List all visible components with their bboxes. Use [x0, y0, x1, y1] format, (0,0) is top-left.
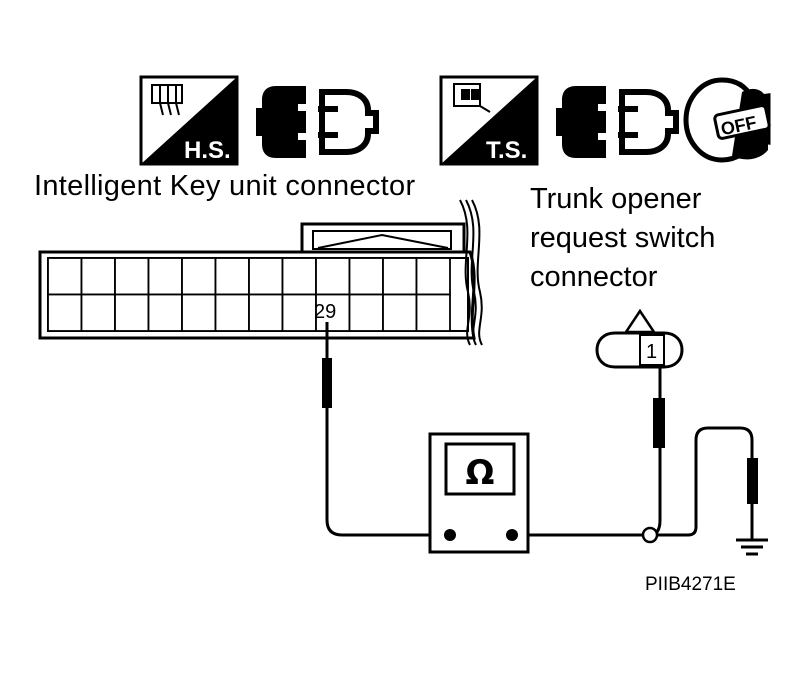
meter-terminal-positive: [506, 529, 518, 541]
pin-cavity: [214, 293, 250, 332]
pin-cavity: [415, 257, 451, 296]
pin-cavity: [348, 293, 384, 332]
ts-badge-text: T.S.: [486, 137, 527, 164]
pin-cavity: [348, 257, 384, 296]
ground-wire: [650, 426, 768, 556]
pin-cavity: [281, 293, 317, 332]
pin-cavity: [47, 293, 83, 332]
pin-cavity: [181, 293, 217, 332]
pin-cavity: [114, 293, 150, 332]
connector-pair-icon: [556, 86, 679, 158]
meter-terminal-negative: [444, 529, 456, 541]
pin-cavity: [415, 293, 451, 332]
connector-pin-grid: [47, 257, 451, 332]
pin-cavity: [80, 293, 116, 332]
intelligent-key-connector: 29: [38, 199, 483, 346]
reference-code: PIIB4271E: [645, 574, 736, 595]
ohm-symbol: Ω: [466, 453, 495, 493]
trunk-title-line: connector: [530, 261, 658, 293]
splice-point: [641, 526, 659, 544]
trunk-switch-connector: 1: [595, 308, 684, 369]
pin-cavity: [80, 257, 116, 296]
harness-side-badge: H.S.: [139, 75, 239, 166]
terminal-side-badge: T.S.: [439, 75, 539, 166]
pin-cavity: [147, 293, 183, 332]
pin-cavity: [382, 293, 418, 332]
ohmmeter: Ω: [428, 432, 530, 554]
probe-wire-right: [512, 366, 665, 537]
pin-cavity: [181, 257, 217, 296]
intelligent-key-connector-title: Intelligent Key unit connector: [34, 170, 416, 202]
hs-badge-text: H.S.: [184, 137, 231, 164]
pin-cavity: [382, 257, 418, 296]
pin-cavity: [281, 257, 317, 296]
pin-cavity: [47, 257, 83, 296]
pin-cavity: [248, 257, 284, 296]
trunk-switch-connector-title: Trunk opener request switch connector: [530, 180, 715, 297]
pin-29-label: 29: [314, 301, 336, 323]
terminal-connector-icon: [453, 83, 491, 113]
trunk-title-line: request switch: [530, 222, 716, 254]
connector-pair-icon: [256, 86, 379, 158]
pin-cavity: [114, 257, 150, 296]
trunk-title-line: Trunk opener: [530, 183, 702, 215]
pin-1-label: 1: [646, 341, 657, 363]
pin-cavity: [315, 257, 351, 296]
pin-cavity: [315, 293, 351, 332]
ignition-off-icon: OFF: [683, 77, 771, 163]
pin-cavity: [214, 257, 250, 296]
probe-wire-left: [322, 322, 450, 537]
pin-cavity: [248, 293, 284, 332]
harness-connector-icon: [151, 84, 183, 116]
pin-cavity: [147, 257, 183, 296]
